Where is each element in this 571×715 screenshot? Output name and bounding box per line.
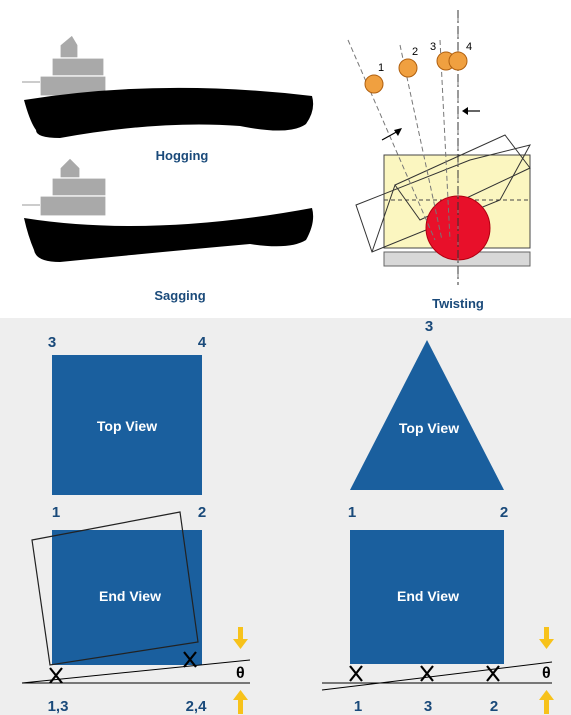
left-bottom-label-24: 2,4 bbox=[186, 698, 208, 715]
twisting-arrow-left bbox=[382, 128, 402, 140]
twisting-arrow-right bbox=[462, 107, 480, 115]
twisting-marker-4: 4 bbox=[466, 41, 472, 53]
right-bottom-label-2: 2 bbox=[490, 698, 498, 715]
twisting-ball-1 bbox=[365, 75, 383, 93]
sagging-ship: Sagging bbox=[22, 158, 313, 303]
left-end-view-label: End View bbox=[99, 588, 161, 604]
left-angle-theta: θ bbox=[236, 665, 245, 682]
hogging-ship: Hogging bbox=[22, 35, 313, 163]
twisting-ball-2 bbox=[399, 59, 417, 77]
right-end-corner-1: 1 bbox=[348, 504, 356, 521]
twisting-markers: 1 2 3 4 bbox=[365, 41, 472, 93]
right-end-corner-2: 2 bbox=[500, 504, 508, 521]
left-top-view-label: Top View bbox=[97, 418, 157, 434]
twisting-ball-4 bbox=[449, 52, 467, 70]
right-top-view-label: Top View bbox=[399, 420, 459, 436]
left-end-corner-1: 1 bbox=[52, 504, 60, 521]
hogging-superstructure bbox=[22, 35, 106, 96]
sagging-superstructure bbox=[22, 158, 106, 216]
right-apex-label-3: 3 bbox=[425, 318, 433, 335]
twisting-diagram: 1 2 3 4 Twisting bbox=[348, 10, 530, 311]
left-bottom-label-13: 1,3 bbox=[48, 698, 69, 715]
right-end-view-label: End View bbox=[397, 588, 459, 604]
twisting-label: Twisting bbox=[432, 296, 484, 311]
left-end-corner-2: 2 bbox=[198, 504, 206, 521]
twisting-marker-2: 2 bbox=[412, 46, 418, 58]
hogging-label: Hogging bbox=[156, 148, 209, 163]
twisting-marker-3: 3 bbox=[430, 41, 436, 53]
twisting-marker-1: 1 bbox=[378, 62, 384, 74]
right-bottom-label-1: 1 bbox=[354, 698, 362, 715]
left-top-corner-4: 4 bbox=[198, 334, 207, 351]
left-top-corner-3: 3 bbox=[48, 334, 56, 351]
hogging-hull bbox=[24, 88, 313, 138]
sagging-label: Sagging bbox=[154, 288, 205, 303]
right-angle-theta: θ bbox=[542, 665, 551, 682]
right-bottom-label-3: 3 bbox=[424, 698, 432, 715]
